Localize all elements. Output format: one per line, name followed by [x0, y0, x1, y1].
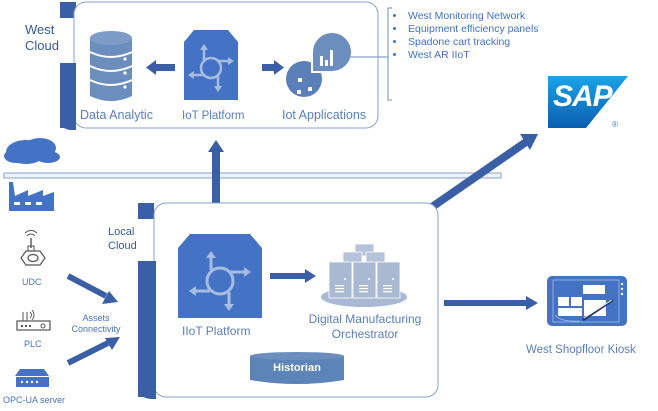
- assets-connectivity-line1: Assets: [82, 313, 110, 323]
- udc-label: UDC: [22, 277, 42, 287]
- iiot-platform-label: IIoT Platform: [182, 324, 251, 338]
- arrow-local-to-west-cloud: [208, 140, 224, 216]
- historian-cylinder: [250, 352, 344, 384]
- arrow-to-data-analytic: [146, 60, 175, 75]
- local-cloud-title-line2: Cloud: [108, 240, 137, 252]
- tablet-kiosk-icon: [547, 276, 627, 326]
- application-list-item: Spadone cart tracking: [406, 36, 539, 49]
- application-list-item: West AR IIoT: [406, 49, 539, 62]
- arrow-to-kiosk: [444, 296, 538, 310]
- arrow-to-iot-applications: [262, 60, 284, 75]
- arrow-udc-to-local: [66, 273, 118, 304]
- iot-applications-label: Iot Applications: [282, 108, 367, 122]
- opc-ua-server-label: OPC-UA server: [3, 395, 66, 405]
- database-icon: [89, 31, 133, 101]
- west-cloud-title: West Cloud: [25, 22, 59, 54]
- local-cloud-title: Local Cloud: [108, 225, 137, 253]
- udc-device-icon: [20, 230, 46, 266]
- plc-router-icon: [16, 309, 51, 331]
- iot-platform-label: IoT Platform: [182, 110, 245, 122]
- arrow-opc-to-local: [66, 337, 120, 366]
- west-cloud-title-line2: Cloud: [25, 38, 59, 53]
- assets-connectivity-label: Assets Connectivity: [70, 313, 122, 335]
- application-list-item: West Monitoring Network: [406, 10, 539, 23]
- west-cloud-title-line1: West: [25, 22, 55, 37]
- assets-connectivity-line2: Connectivity: [71, 324, 121, 334]
- opc-ua-server-icon: [15, 369, 49, 387]
- application-list-item: Equipment efficiency panels: [406, 23, 539, 36]
- server-cluster-icon: [321, 243, 407, 307]
- apps-bracket: [387, 7, 392, 101]
- sap-logo-text: SAP: [553, 80, 613, 113]
- iot-hub-icon: [184, 30, 238, 100]
- cloud-boundary-line: [3, 172, 502, 179]
- local-cloud-title-line1: Local: [108, 226, 135, 238]
- cloud-icon: [4, 138, 60, 164]
- analytics-app-icon: [286, 31, 353, 97]
- sap-registered-mark: ®: [612, 120, 618, 129]
- plc-label: PLC: [24, 339, 42, 349]
- factory-icon: [9, 182, 54, 211]
- orchestrator-label: Digital Manufacturing Orchestrator: [302, 312, 428, 342]
- iiot-platform-icon: [178, 234, 262, 318]
- sap-logo: [548, 76, 628, 128]
- data-analytic-label: Data Analytic: [80, 108, 153, 122]
- iot-applications-list: West Monitoring Network Equipment effici…: [392, 10, 539, 62]
- orchestrator-label-line1: Digital Manufacturing: [308, 312, 422, 326]
- arrow-to-orchestrator: [270, 269, 316, 283]
- orchestrator-label-line2: Orchestrator: [331, 327, 399, 341]
- kiosk-label: West Shopfloor Kiosk: [526, 344, 636, 356]
- historian-label: Historian: [273, 362, 321, 374]
